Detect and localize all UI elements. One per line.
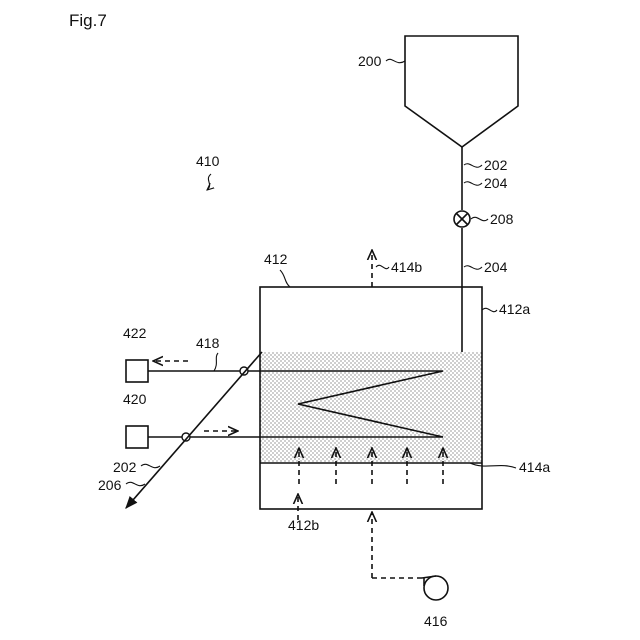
leader-vessel bbox=[280, 270, 290, 287]
label-sensor-422: 422 bbox=[123, 325, 147, 341]
label-206: 206 bbox=[98, 477, 122, 493]
leader-pipe-418 bbox=[214, 353, 218, 371]
leader-hopper bbox=[386, 59, 405, 62]
discharge-line bbox=[126, 352, 262, 508]
sensor-420 bbox=[126, 426, 148, 448]
label-wall-412a: 412a bbox=[499, 301, 530, 317]
leader-wall bbox=[482, 308, 497, 311]
label-system-410: 410 bbox=[196, 153, 220, 169]
hopper bbox=[405, 36, 518, 147]
leader-202-bottom bbox=[141, 464, 160, 467]
blower bbox=[422, 576, 448, 600]
label-exhaust-414b: 414b bbox=[391, 259, 422, 275]
fluidized-bed bbox=[260, 352, 482, 462]
leader-206 bbox=[126, 482, 145, 485]
label-chamber-412b: 412b bbox=[288, 517, 319, 533]
label-202-bottom: 202 bbox=[113, 459, 137, 475]
label-vessel-412: 412 bbox=[264, 251, 288, 267]
label-204-mid: 204 bbox=[484, 259, 508, 275]
leader-204-mid bbox=[464, 266, 482, 270]
leader-valve bbox=[471, 217, 488, 220]
label-valve-208: 208 bbox=[490, 211, 514, 227]
leader-exhaust bbox=[376, 265, 389, 268]
system-pointer-arrow bbox=[207, 174, 211, 190]
leader-204-top bbox=[464, 182, 482, 186]
leader-202-top bbox=[464, 164, 482, 168]
label-blower-416: 416 bbox=[424, 613, 448, 629]
label-sensor-420: 420 bbox=[123, 391, 147, 407]
figure-title: Fig.7 bbox=[69, 11, 107, 30]
label-pipe-418: 418 bbox=[196, 335, 220, 351]
label-hopper-200: 200 bbox=[358, 53, 382, 69]
label-202-top: 202 bbox=[484, 157, 508, 173]
label-plate-414a: 414a bbox=[519, 459, 550, 475]
label-204-top: 204 bbox=[484, 175, 508, 191]
sensor-422 bbox=[126, 360, 148, 382]
